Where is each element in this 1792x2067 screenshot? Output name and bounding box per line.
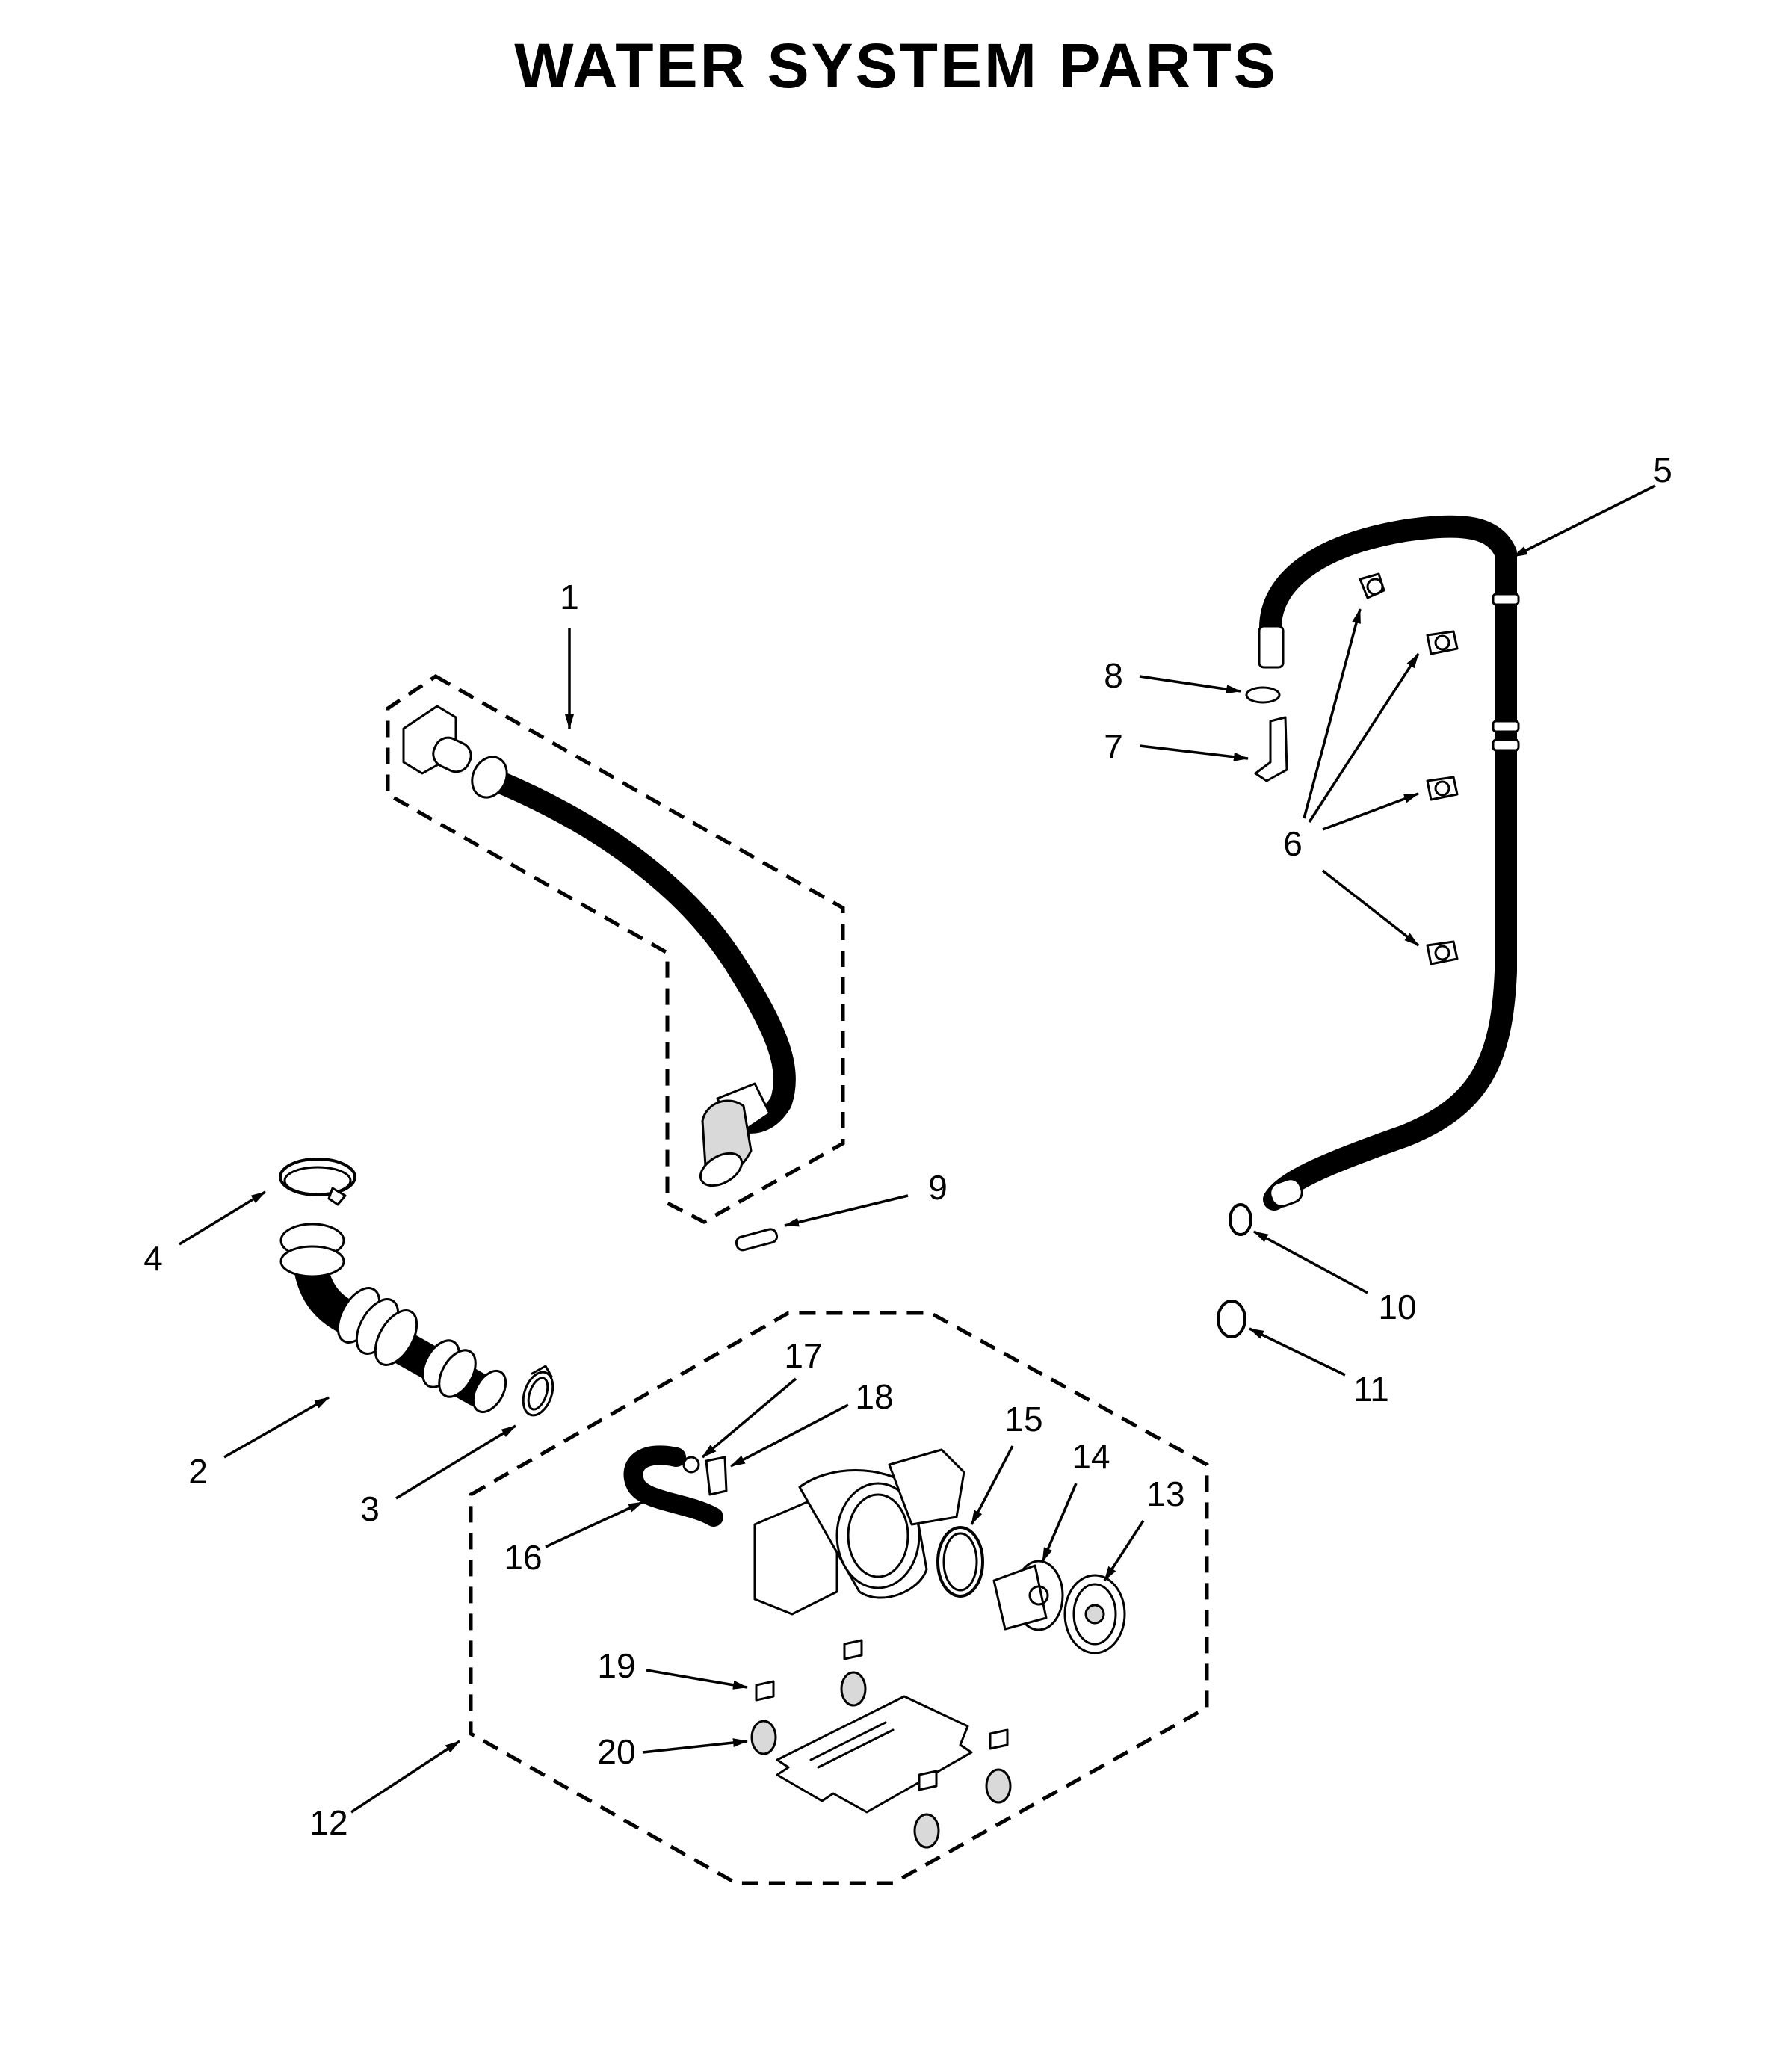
callout-13: 13 [1146,1474,1184,1513]
part-15-gasket [936,1526,984,1598]
callout-9: 9 [928,1168,948,1207]
part-17-clamp [682,1456,700,1474]
part-1-drain-hose [402,705,796,1187]
callout-4: 4 [143,1239,163,1278]
callout-2: 2 [188,1452,208,1491]
callout-16: 16 [504,1538,542,1577]
part-19-screws [755,1639,1009,1791]
callout-6: 6 [1283,824,1303,863]
group-outline-pump-assembly [469,1311,1209,1885]
part-18-clip [705,1456,728,1496]
callout-1: 1 [560,578,579,617]
callout-15: 15 [1004,1400,1042,1439]
group-outline-drain-hose [386,674,845,1224]
part-16-hose [623,1445,723,1527]
callout-8: 8 [1104,656,1123,695]
part-11-clamp [1217,1300,1246,1338]
part-10-clamp [1229,1203,1252,1236]
callout-18: 18 [855,1377,893,1416]
leader-lines [179,484,1656,1814]
part-9-pin [735,1228,779,1252]
part-2-sump-hose [279,1223,507,1413]
callout-20: 20 [597,1732,635,1771]
callout-12: 12 [309,1803,347,1842]
callout-19: 19 [597,1646,635,1685]
callout-17: 17 [784,1336,822,1375]
part-8-clamp [1245,686,1281,704]
callout-labels: 1 2 3 4 5 6 7 8 9 10 11 12 13 14 15 16 1… [143,451,1672,1842]
part-5-hose [1258,515,1520,1211]
part-pump-body [753,1448,965,1616]
part-3-hose-clamp [522,1365,554,1417]
part-mounting-plate [776,1695,973,1814]
callout-11: 11 [1353,1370,1389,1409]
part-7-connector [1254,716,1288,782]
part-13-cap [1063,1574,1126,1654]
part-4-hose-clamp [279,1158,356,1206]
callout-14: 14 [1072,1437,1110,1476]
page-title: WATER SYSTEM PARTS [514,31,1278,101]
callout-10: 10 [1378,1288,1416,1326]
part-14-impeller [992,1560,1064,1631]
part-20-grommets [750,1671,1012,1849]
callout-5: 5 [1653,451,1672,489]
callout-3: 3 [360,1489,380,1528]
callout-7: 7 [1104,727,1123,766]
part-6-hose-clips [1359,572,1459,965]
